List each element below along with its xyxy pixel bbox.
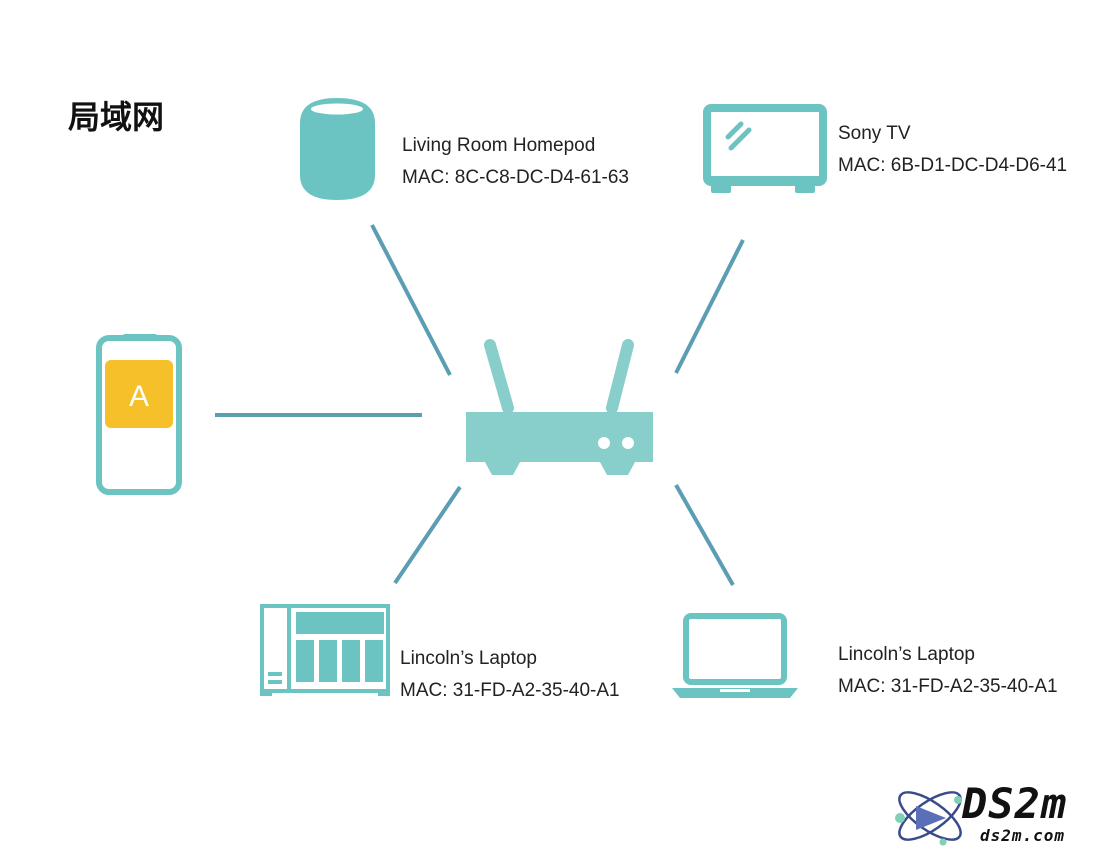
smart-speaker-icon	[300, 98, 375, 200]
link-tv	[674, 239, 745, 374]
homepod-mac: MAC: 8C-C8-DC-D4-61-63	[402, 167, 629, 188]
nas-label: Lincoln’s Laptop MAC: 31-FD-A2-35-40-A1	[400, 643, 620, 707]
laptop-mac: MAC: 31-FD-A2-35-40-A1	[838, 676, 1058, 697]
atom-logo-icon	[895, 791, 962, 846]
watermark-brand: DS2m	[962, 779, 1068, 828]
laptop-icon	[672, 613, 798, 698]
link-homepod	[370, 224, 452, 376]
laptop-name: Lincoln’s Laptop	[838, 644, 975, 665]
app-letter: A	[129, 380, 149, 413]
homepod-label: Living Room Homepod MAC: 8C-C8-DC-D4-61-…	[402, 130, 629, 194]
link-nas	[393, 485, 462, 585]
nas-name: Lincoln’s Laptop	[400, 648, 537, 669]
app-tile	[105, 360, 173, 428]
connections	[215, 224, 745, 586]
link-laptop	[674, 484, 735, 586]
tv-icon	[703, 104, 827, 193]
nas-mac: MAC: 31-FD-A2-35-40-A1	[400, 680, 620, 701]
laptop-label: Lincoln’s Laptop MAC: 31-FD-A2-35-40-A1	[838, 639, 1058, 703]
homepod-name: Living Room Homepod	[402, 135, 596, 156]
smartphone-icon: A	[96, 334, 182, 495]
watermark-site: ds2m.com	[980, 826, 1066, 845]
tv-label: Sony TV MAC: 6B-D1-DC-D4-D6-41	[838, 118, 1067, 182]
router-icon	[466, 339, 653, 475]
tv-name: Sony TV	[838, 123, 911, 144]
tv-mac: MAC: 6B-D1-DC-D4-D6-41	[838, 155, 1068, 176]
nas-icon	[260, 604, 390, 696]
page-title: 局域网	[68, 98, 165, 136]
